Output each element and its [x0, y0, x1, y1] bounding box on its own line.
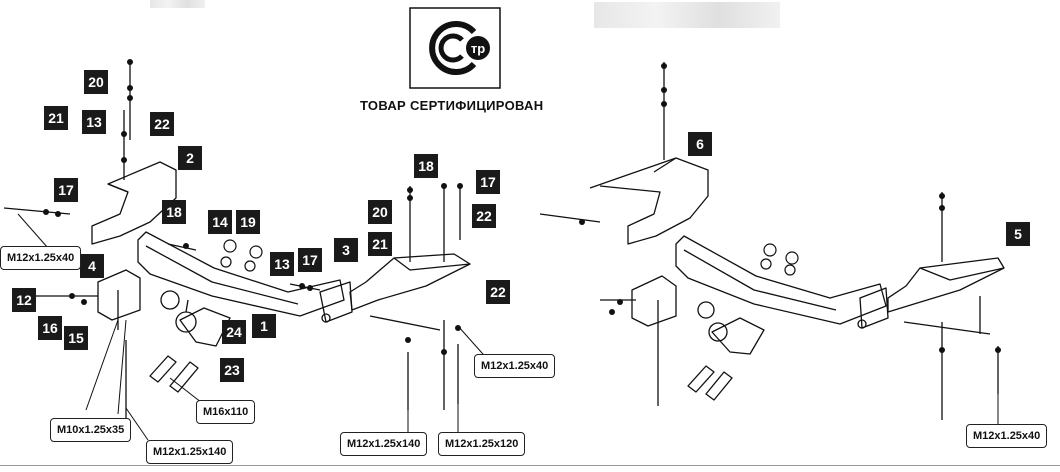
- callout-19: 19: [236, 210, 260, 234]
- callout-17-a: 17: [54, 178, 78, 202]
- callout-15: 15: [64, 326, 88, 350]
- callout-24: 24: [222, 320, 246, 344]
- spec-bolt-m12x40-right: M12x1.25x40: [966, 424, 1048, 448]
- spec-bolt-m10x35: M10x1.25x35: [50, 418, 132, 442]
- callout-3: 3: [334, 238, 358, 262]
- callout-17-c: 17: [476, 170, 500, 194]
- callout-12: 12: [12, 288, 36, 312]
- page-baseline: [0, 465, 1060, 466]
- callout-18-b: 18: [414, 154, 438, 178]
- callout-21-a: 21: [44, 106, 68, 130]
- spec-bolt-m12x140-mid: M12x1.25x140: [340, 432, 428, 456]
- callout-1: 1: [252, 314, 276, 338]
- callout-6: 6: [688, 132, 712, 156]
- blurred-watermark-right: [594, 2, 780, 28]
- right-assembly-view: [539, 62, 1005, 420]
- spec-bolt-m12x120: M12x1.25x120: [438, 432, 526, 456]
- certified-caption: ТОВАР СЕРТИФИЦИРОВАН: [360, 98, 544, 113]
- callout-5: 5: [1006, 222, 1030, 246]
- callout-23: 23: [220, 358, 244, 382]
- callout-17-b: 17: [298, 248, 322, 272]
- callout-20-a: 20: [84, 70, 108, 94]
- leader-lines: [17, 213, 999, 441]
- fastener-dots: [43, 59, 1001, 355]
- svg-text:тр: тр: [471, 41, 485, 56]
- callout-22-a: 22: [150, 112, 174, 136]
- blurred-watermark-left: [150, 0, 205, 8]
- callout-20-b: 20: [368, 200, 392, 224]
- spec-pin-m16x110: M16x110: [196, 400, 256, 424]
- callout-18-a: 18: [162, 200, 186, 224]
- callout-22-c: 22: [486, 280, 510, 304]
- callout-14: 14: [208, 210, 232, 234]
- callout-13-a: 13: [82, 110, 106, 134]
- certification-logo: тр: [409, 7, 501, 89]
- spec-bolt-m12x40-left: M12x1.25x40: [0, 246, 82, 270]
- spec-bolt-m12x40-mid: M12x1.25x40: [474, 354, 556, 378]
- callout-4: 4: [80, 254, 104, 278]
- callout-2: 2: [178, 146, 202, 170]
- callout-16: 16: [38, 316, 62, 340]
- spec-bolt-m12x140-left: M12x1.25x140: [146, 440, 234, 464]
- callout-13-b: 13: [270, 252, 294, 276]
- nuts: [220, 239, 799, 276]
- callout-22-b: 22: [472, 204, 496, 228]
- callout-21-b: 21: [368, 232, 392, 256]
